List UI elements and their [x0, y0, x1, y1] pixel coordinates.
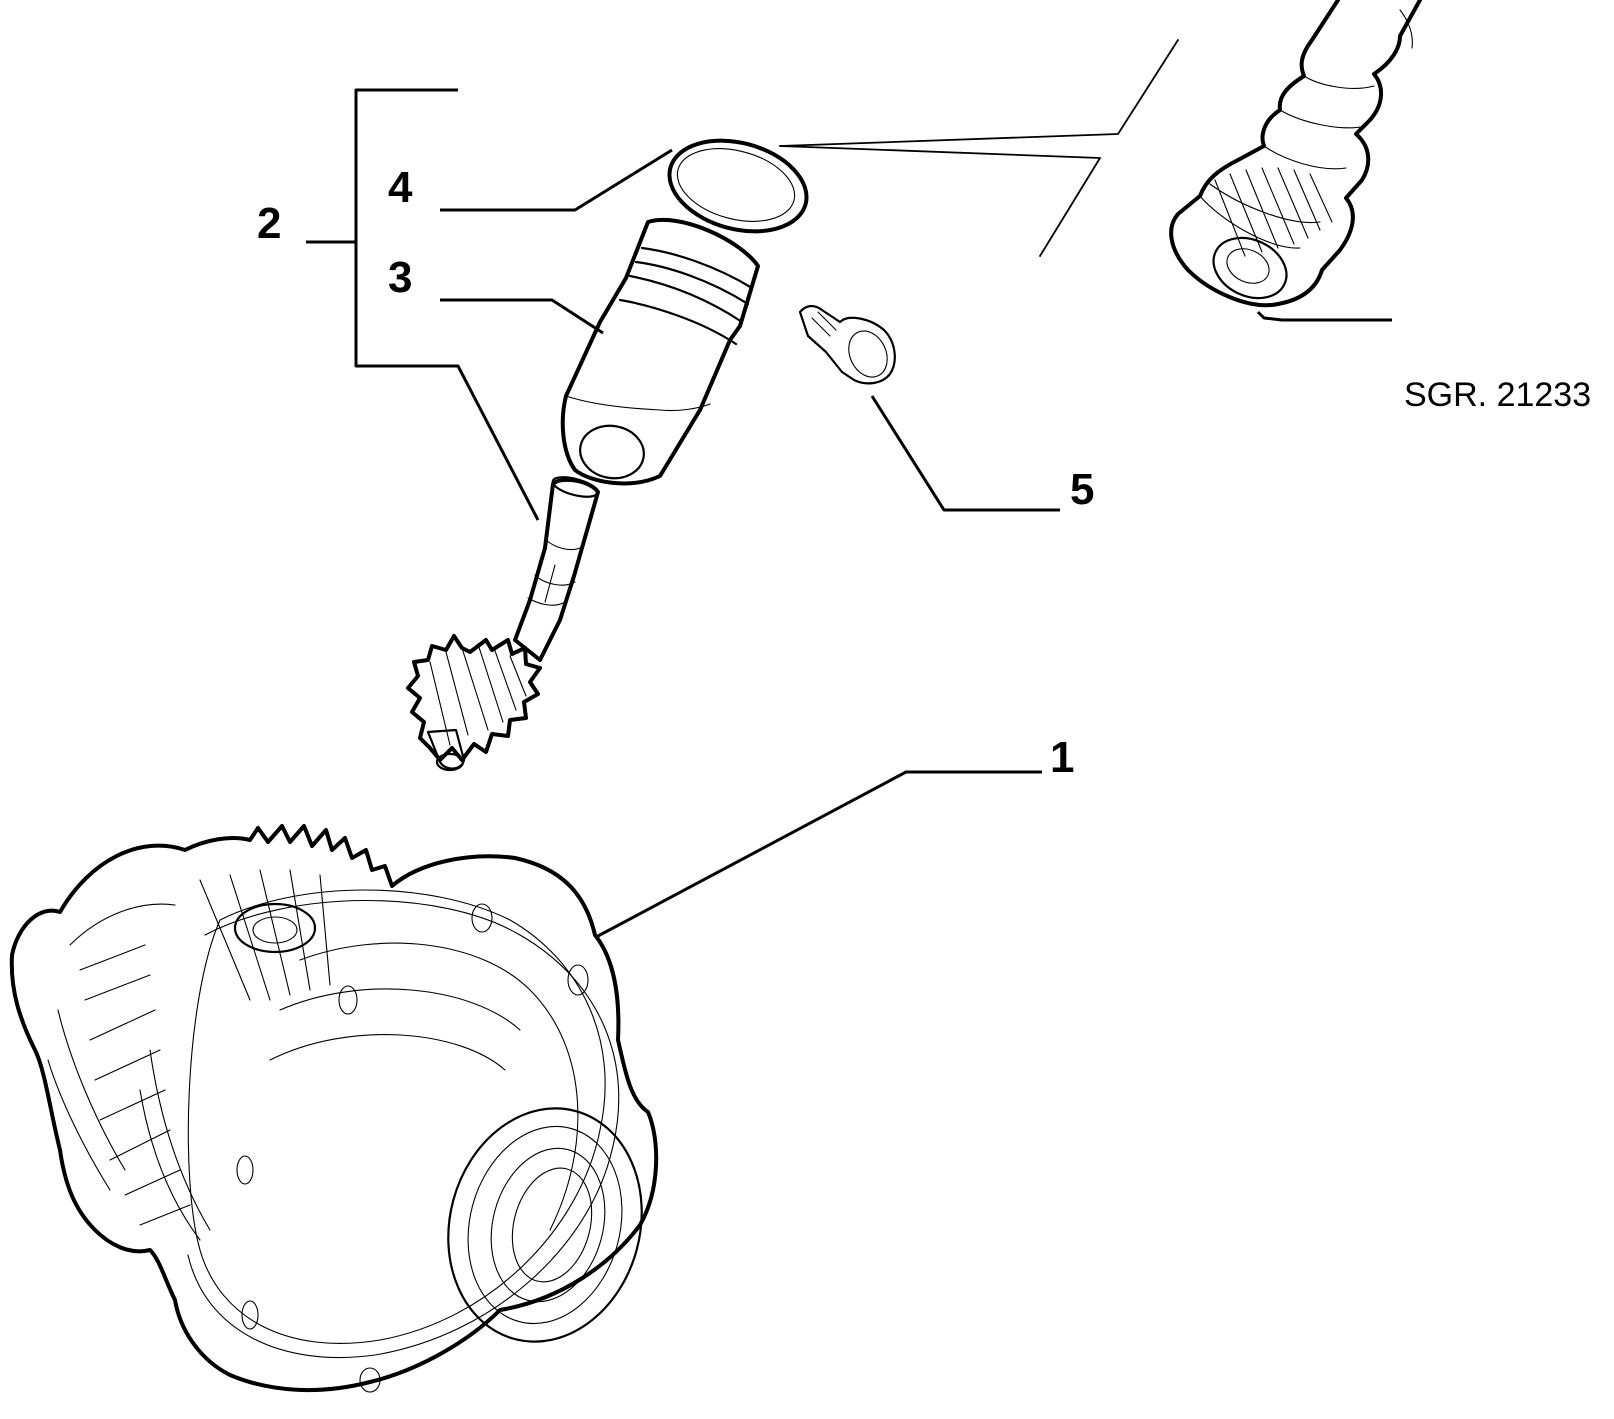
callout-4: 4 — [388, 163, 413, 212]
speedometer-cable-end — [1169, 0, 1422, 308]
break-lines — [779, 39, 1179, 257]
part-5-screw — [798, 305, 896, 385]
part-3-sleeve — [560, 217, 760, 486]
callout-1: 1 — [1050, 733, 1074, 782]
part-4-o-ring — [667, 138, 809, 234]
leader-lines — [306, 88, 1392, 938]
callout-5: 5 — [1070, 465, 1094, 514]
callout-2: 2 — [257, 199, 281, 248]
part-1-differential — [9, 824, 659, 1393]
callout-3: 3 — [388, 253, 412, 302]
part-2-pinion-shaft — [406, 476, 600, 772]
reference-code: SGR. 21233 — [1404, 376, 1591, 414]
